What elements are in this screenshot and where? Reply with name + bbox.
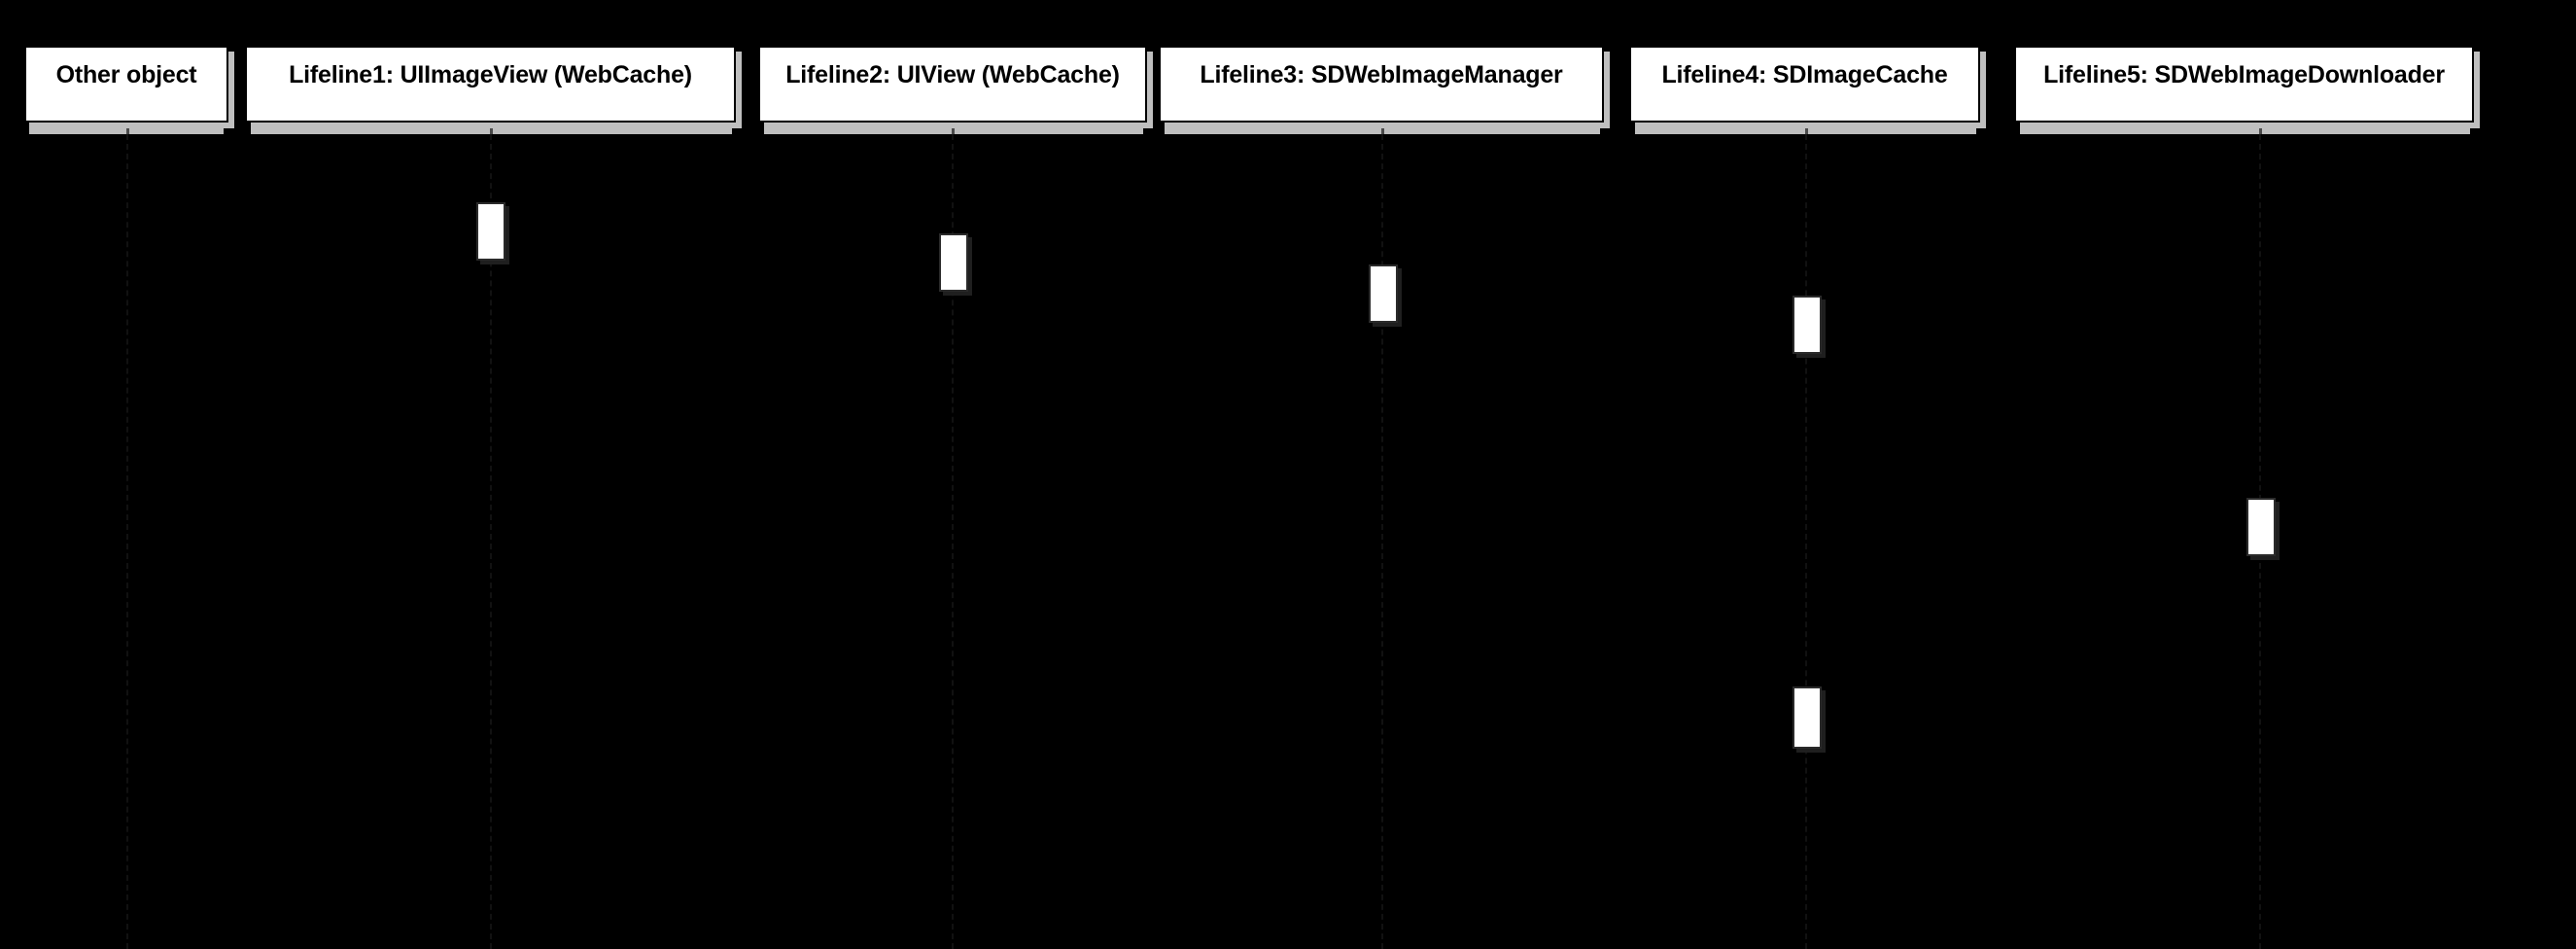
lifeline-label-lifeline2: Lifeline2: UIView (WebCache) [785,61,1120,88]
lifeline-label-lifeline1: Lifeline1: UIImageView (WebCache) [289,61,692,88]
activation-lifeline2-1[interactable] [939,233,968,292]
lifeline-line-lifeline1 [490,134,492,949]
lifeline-head-other-object[interactable]: Other object [24,46,228,123]
lifeline-base-tick-lifeline2 [952,123,955,134]
lifeline-head-lifeline4[interactable]: Lifeline4: SDImageCache [1629,46,1980,123]
lifeline-base-tick-lifeline4 [1805,123,1808,134]
activation-lifeline4-2[interactable] [1793,686,1822,749]
lifeline-line-lifeline2 [952,134,954,949]
lifeline-base-tick-lifeline1 [490,123,493,134]
lifeline-head-lifeline2[interactable]: Lifeline2: UIView (WebCache) [758,46,1147,123]
lifeline-label-lifeline3: Lifeline3: SDWebImageManager [1200,61,1563,88]
lifeline-line-other-object [126,134,128,949]
lifeline-base-tick-other-object [126,123,129,134]
lifeline-head-lifeline3[interactable]: Lifeline3: SDWebImageManager [1159,46,1604,123]
lifeline-base-tick-lifeline3 [1381,123,1384,134]
lifeline-base-lifeline5 [2020,123,2470,134]
lifeline-label-lifeline4: Lifeline4: SDImageCache [1661,61,1948,88]
activation-lifeline4-1[interactable] [1793,296,1822,354]
lifeline-line-lifeline4 [1805,134,1807,949]
activation-lifeline5-1[interactable] [2246,498,2276,556]
activation-lifeline1-1[interactable] [476,202,505,261]
activation-lifeline3-1[interactable] [1369,264,1398,323]
lifeline-head-lifeline1[interactable]: Lifeline1: UIImageView (WebCache) [245,46,736,123]
lifeline-label-other-object: Other object [55,61,197,88]
lifeline-line-lifeline3 [1381,134,1383,949]
lifeline-base-tick-lifeline5 [2259,123,2262,134]
lifeline-label-lifeline5: Lifeline5: SDWebImageDownloader [2043,61,2445,88]
lifeline-head-lifeline5[interactable]: Lifeline5: SDWebImageDownloader [2014,46,2474,123]
